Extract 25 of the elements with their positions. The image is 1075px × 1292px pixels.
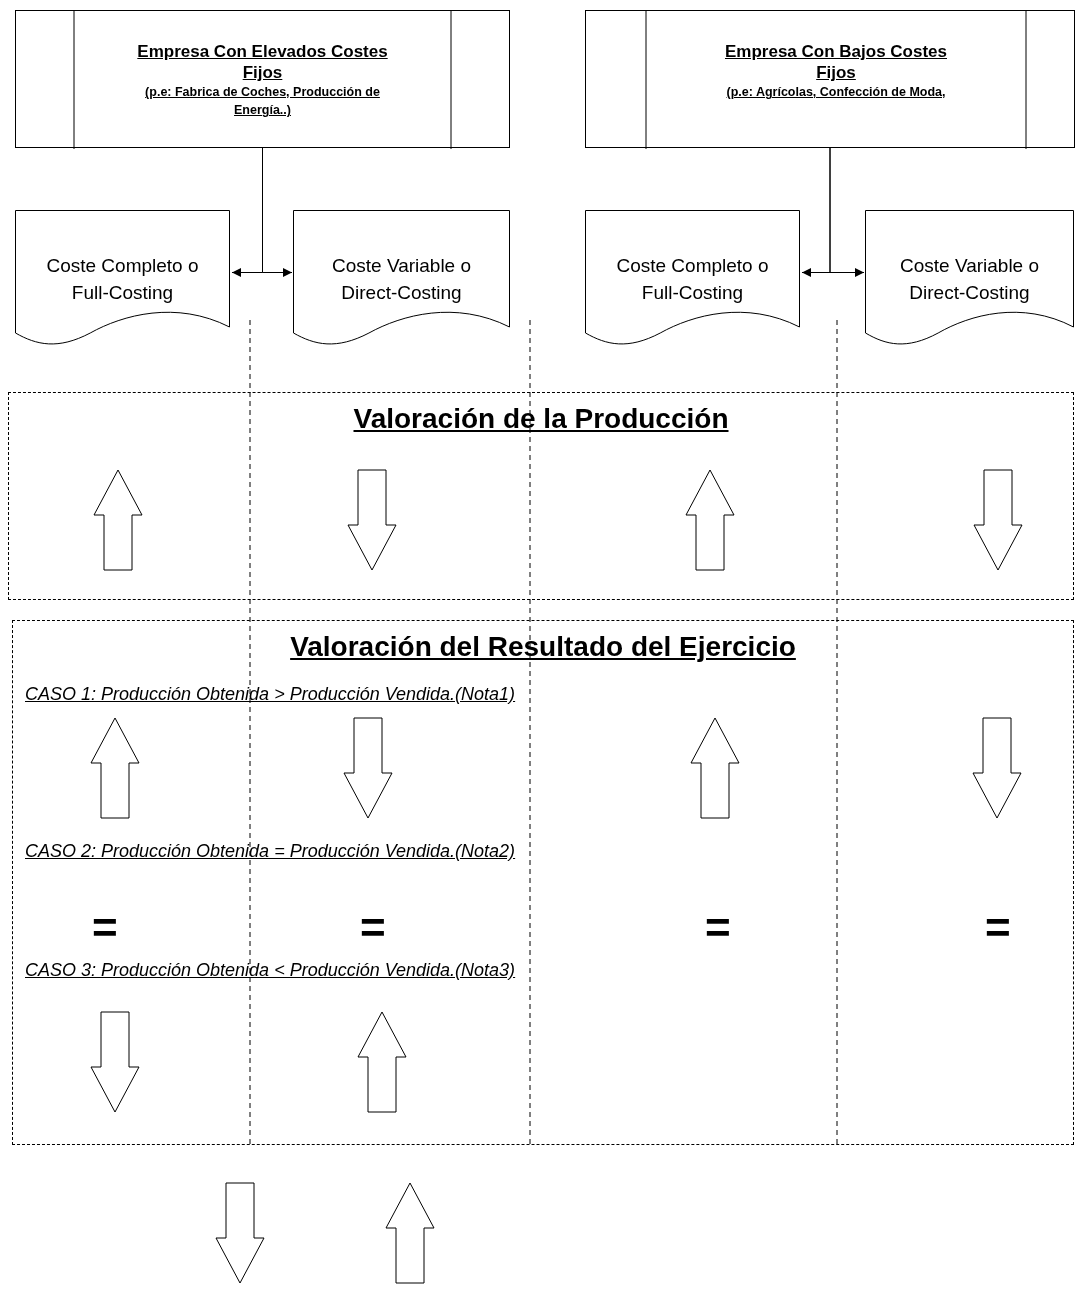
process-box <box>15 10 510 148</box>
equals-sign: = <box>92 906 118 950</box>
connector-arrow <box>262 147 293 277</box>
document-shape <box>865 210 1074 345</box>
box-subtext: (p.e: Agrícolas, Confección de Moda, <box>726 85 946 99</box>
box-subtext: (p.e: Fabrica de Coches, Producción de Energía..) <box>145 85 380 117</box>
section-heading: Valoración de la Producción <box>353 403 729 434</box>
document-shape <box>293 210 510 345</box>
process-box <box>585 10 1075 148</box>
box-heading: Empresa Con Elevados Costes Fijos <box>137 42 388 82</box>
document-label: Coste Variable o Direct-Costing <box>898 254 1041 305</box>
equals-sign: = <box>985 906 1011 950</box>
document-label: Coste Completo o Full-Costing <box>45 254 200 305</box>
document-shape <box>15 210 230 345</box>
document-shape <box>585 210 800 345</box>
document-label: Coste Variable o Direct-Costing <box>330 254 473 305</box>
case-label: CASO 1: Producción Obtenida > Producción Vendida.(Nota1) <box>25 685 516 703</box>
case-label: CASO 2: Producción Obtenida = Producción Vendida.(Nota2) <box>25 842 516 860</box>
box-heading: Empresa Con Bajos Costes Fijos <box>725 42 947 82</box>
equals-sign: = <box>705 906 731 950</box>
document-label: Coste Completo o Full-Costing <box>615 254 770 305</box>
equals-sign: = <box>360 906 386 950</box>
connector-arrow <box>829 147 865 277</box>
case-label: CASO 3: Producción Obtenida < Producción Vendida.(Nota3) <box>25 961 516 979</box>
section-heading: Valoración del Resultado del Ejercicio <box>290 631 796 662</box>
